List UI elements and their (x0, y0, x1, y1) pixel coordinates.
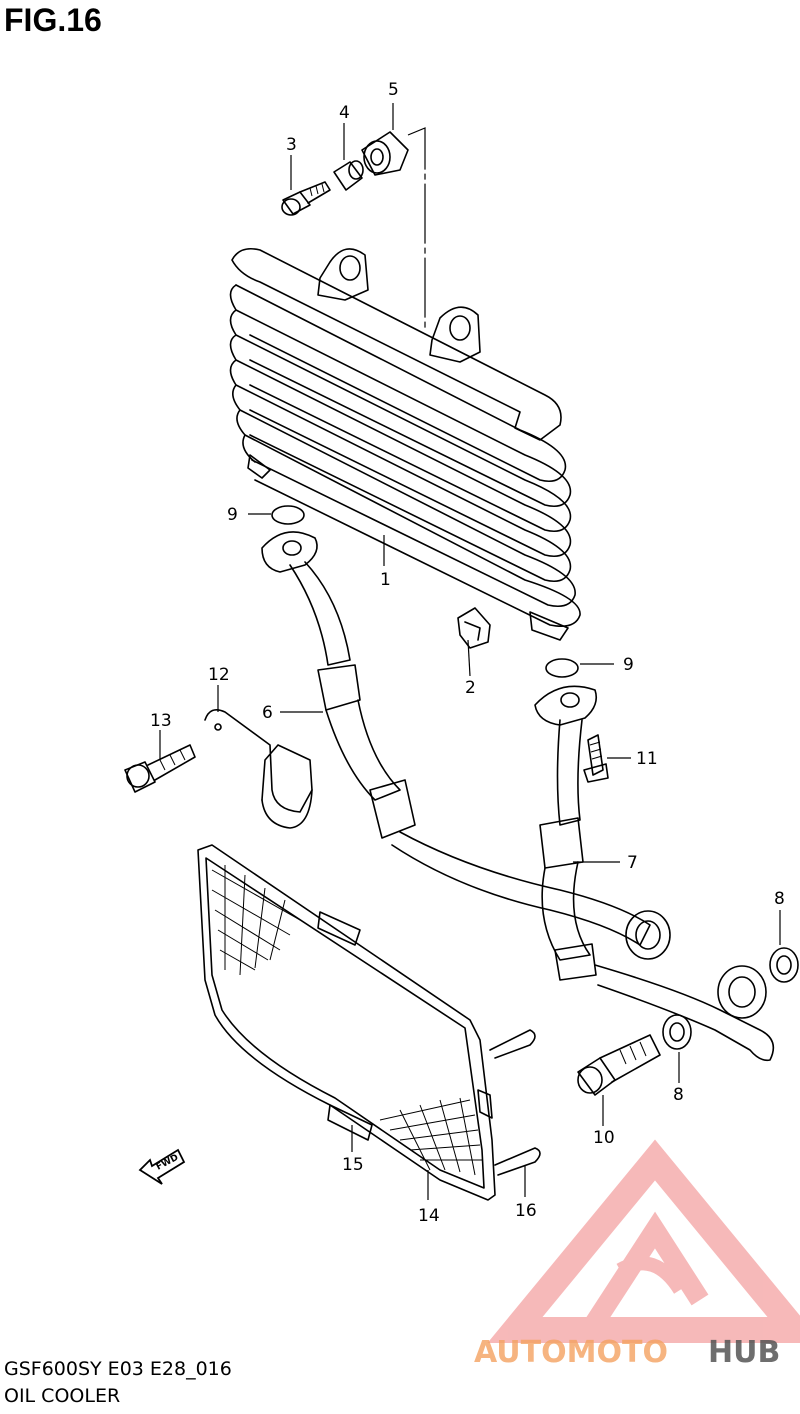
callout-14: 14 (418, 1206, 440, 1226)
figure-title: FIG.16 (4, 2, 102, 38)
part-13-bolt (124, 744, 196, 793)
callout-8-upper: 8 (774, 889, 785, 909)
callout-11: 11 (636, 749, 658, 769)
callout-12: 12 (208, 665, 230, 685)
callout-9-upper: 9 (227, 505, 238, 525)
part-2-clip (457, 607, 491, 649)
part-16-clamp-lower (494, 1147, 541, 1176)
part-7-oil-hose (534, 685, 775, 1062)
part-12-bracket (204, 709, 313, 829)
callout-3: 3 (286, 135, 297, 155)
callout-6: 6 (262, 703, 273, 723)
part-8-washer-lower (662, 1014, 692, 1050)
callout-10: 10 (593, 1128, 615, 1148)
part-9-gasket-upper (271, 505, 305, 525)
watermark-logo (487, 1139, 800, 1343)
callout-1: 1 (380, 570, 391, 590)
callout-13: 13 (150, 711, 172, 731)
part-3-bolt (281, 181, 331, 216)
part-1-oil-cooler (229, 247, 581, 641)
part-14-cooler-guard (197, 844, 496, 1201)
watermark-text-auto: AUTOMOTO (474, 1335, 668, 1370)
model-code: GSF600SY E03 E28_016 (4, 1358, 232, 1380)
callout-5: 5 (388, 80, 399, 100)
part-9-gasket-lower (545, 658, 579, 678)
callout-7: 7 (627, 853, 638, 873)
callout-2: 2 (465, 678, 476, 698)
callout-8-lower: 8 (673, 1085, 684, 1105)
part-5-grommet (361, 131, 409, 176)
part-10-union-bolt (577, 1034, 661, 1096)
callout-9-lower: 9 (623, 655, 634, 675)
callout-16: 16 (515, 1201, 537, 1221)
part-8-washer-right (769, 947, 799, 983)
diagram-name: OIL COOLER (4, 1385, 121, 1407)
callout-4: 4 (339, 103, 350, 123)
part-11-screw (583, 734, 609, 783)
forward-arrow-icon: FWD (138, 1148, 186, 1185)
watermark-text-hub: HUB (708, 1335, 780, 1370)
part-4-collar (333, 160, 364, 191)
callout-15: 15 (342, 1155, 364, 1175)
part-16-clamp-upper (489, 1029, 536, 1059)
leader-lines (159, 103, 781, 1200)
part-6-oil-hose (261, 531, 671, 960)
